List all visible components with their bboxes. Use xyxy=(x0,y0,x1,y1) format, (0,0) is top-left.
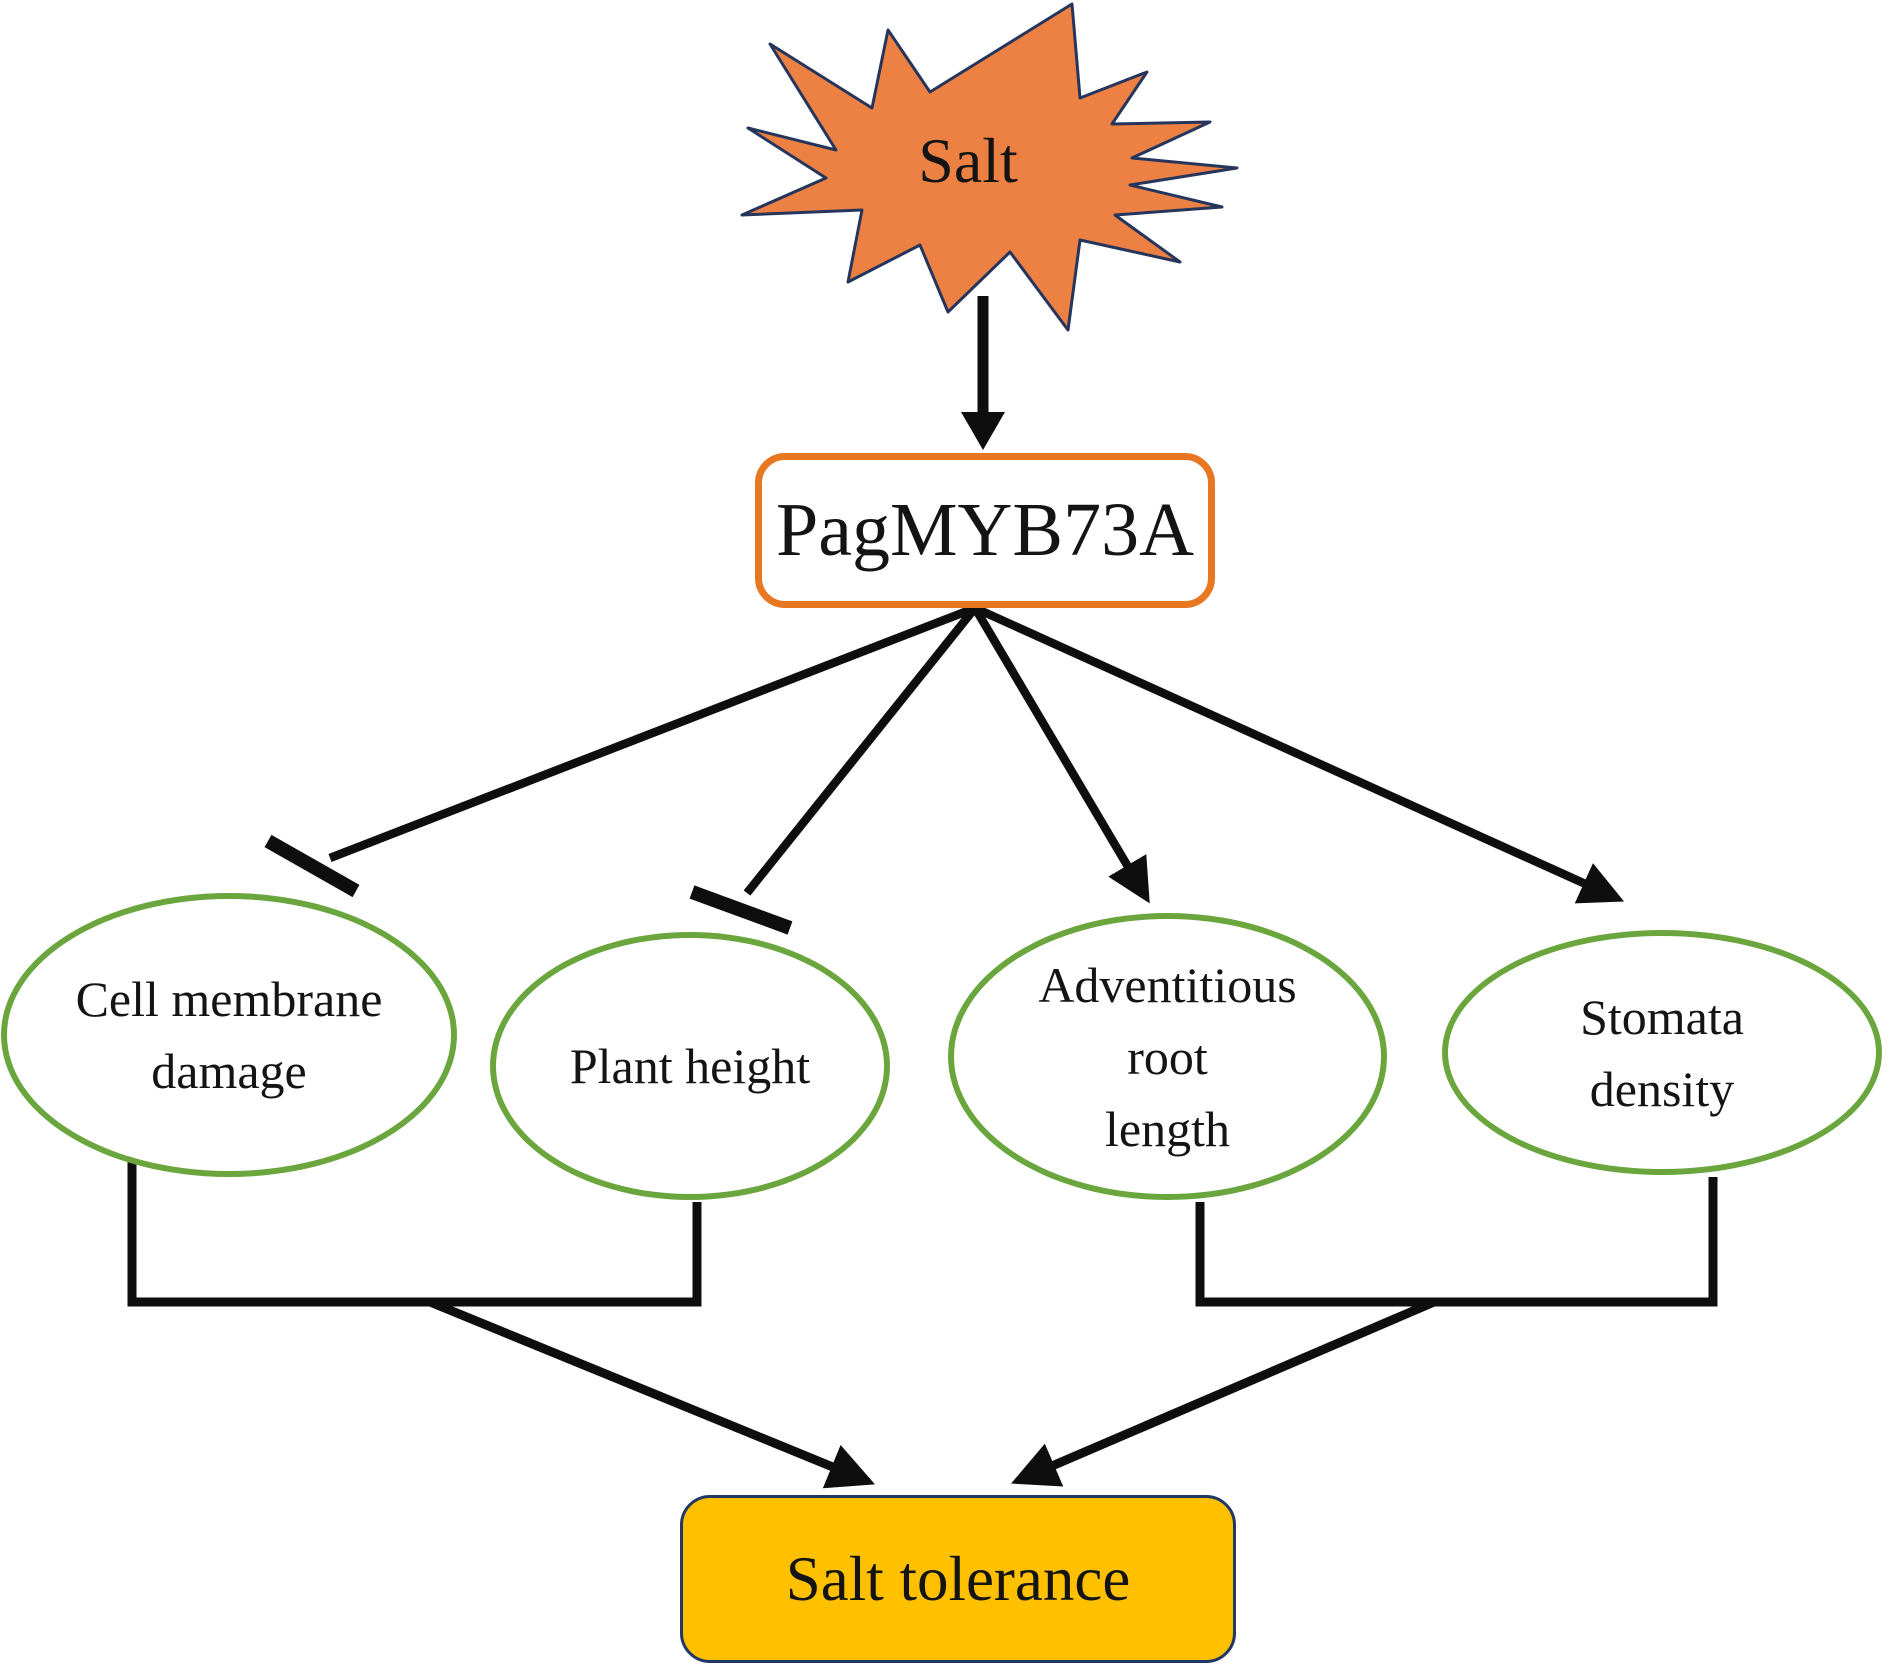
edge-left-group-to-outcome-arrow xyxy=(428,1297,875,1489)
factor-label-line: Stomata xyxy=(1580,988,1744,1045)
outcome-node-label: Salt tolerance xyxy=(785,1543,1131,1614)
factor-label-line: Plant height xyxy=(569,1038,811,1094)
edge-right-group-to-outcome-arrow xyxy=(1011,1297,1436,1487)
factor-node-cell-membrane-damage: Cell membrane damage xyxy=(1,893,457,1177)
edge-gene-to-cell-membrane-line xyxy=(328,604,977,862)
gene-node: PagMYB73A xyxy=(755,453,1215,608)
factor-label-line: density xyxy=(1589,1060,1735,1117)
salt-burst-shape xyxy=(740,2,1239,332)
outcome-node: Salt tolerance xyxy=(680,1495,1236,1663)
gene-node-label: PagMYB73A xyxy=(775,488,1195,572)
edge-gene-to-plant-height-line xyxy=(743,605,979,896)
inhibition-bar-cell-membrane xyxy=(264,834,360,898)
inhibition-bar-plant-height xyxy=(689,885,793,935)
connector-right-group xyxy=(1195,1177,1718,1307)
factor-node-plant-height: Plant height xyxy=(490,932,890,1200)
salt-burst-label: Salt xyxy=(918,125,1018,196)
factor-label-line: length xyxy=(1105,1100,1230,1157)
factor-label-line: root xyxy=(1127,1028,1208,1085)
factor-label-line: damage xyxy=(151,1043,307,1099)
factor-node-adventitious-root-length: Adventitious root length xyxy=(948,913,1387,1200)
connector-left-group xyxy=(127,1158,702,1307)
edge-salt-to-gene-arrowhead xyxy=(961,412,1005,450)
edge-gene-to-stomata-density-arrow xyxy=(973,604,1625,904)
factor-label-line: Cell membrane xyxy=(75,971,383,1027)
edge-gene-to-adventitious-root-arrow xyxy=(971,605,1150,904)
factor-node-stomata-density: Stomata density xyxy=(1442,930,1882,1175)
factor-label-line: Adventitious xyxy=(1038,956,1297,1013)
